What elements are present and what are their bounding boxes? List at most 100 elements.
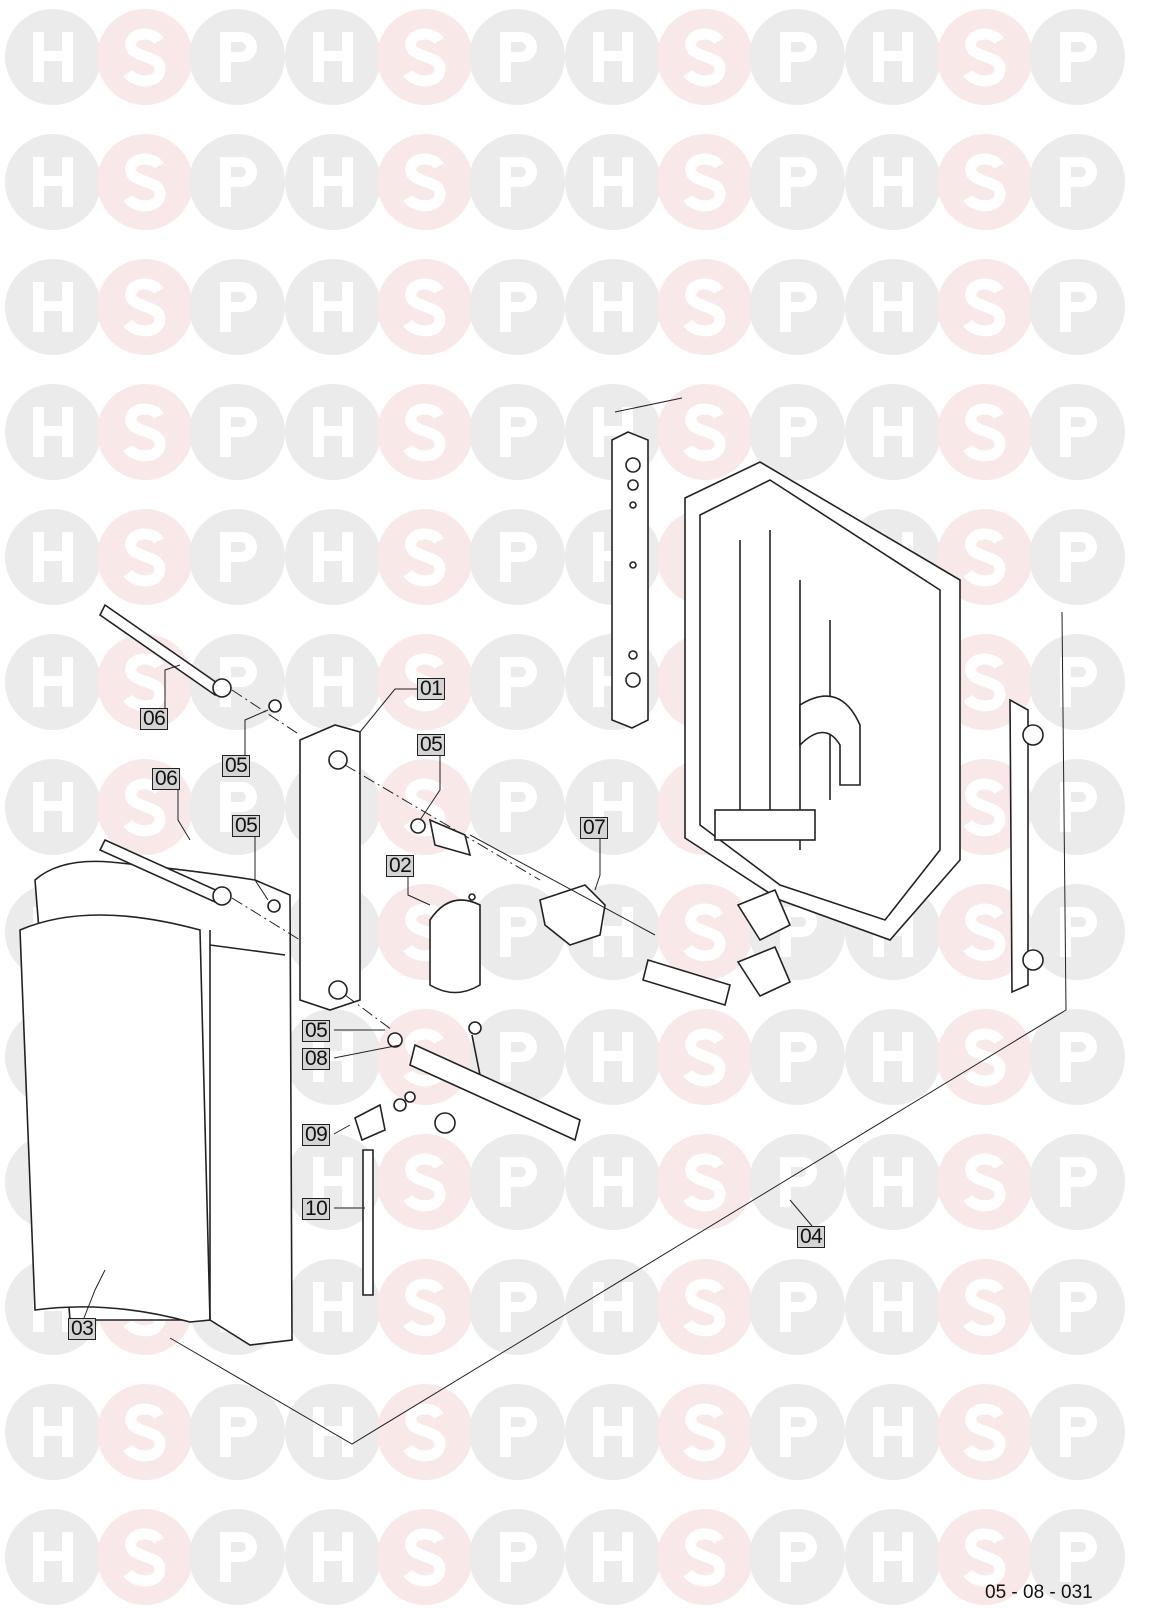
watermark-letter-shape <box>963 278 1006 337</box>
callout-10[interactable]: 10 <box>302 1198 331 1220</box>
watermark-letter-shape <box>313 1282 353 1332</box>
callout-03[interactable]: 03 <box>68 1318 97 1340</box>
callout-05[interactable]: 05 <box>232 815 261 837</box>
watermark-letter-shape <box>500 407 537 457</box>
watermark-letter-shape <box>780 1157 817 1207</box>
watermark-letter-shape <box>500 1157 537 1207</box>
watermark-letter-shape <box>963 778 1006 837</box>
callout-08[interactable]: 08 <box>302 1048 331 1070</box>
watermark-letter-shape <box>683 1028 726 1087</box>
watermark-letter-shape <box>593 1032 633 1082</box>
watermark-letter-shape <box>1060 282 1097 332</box>
watermark-letter-shape <box>123 403 166 462</box>
watermark-letter-shape <box>33 657 73 707</box>
bracket <box>736 945 792 998</box>
callout-05[interactable]: 05 <box>417 734 446 756</box>
watermark-letter-shape <box>313 1407 353 1457</box>
watermark-letter-shape <box>123 28 166 87</box>
watermark-letter-shape <box>313 282 353 332</box>
watermark-letter-shape <box>1060 407 1097 457</box>
watermark-letter-shape <box>500 532 537 582</box>
front-cover <box>19 860 293 1346</box>
watermark-letter-shape <box>123 278 166 337</box>
mounting-bar-left <box>611 431 649 729</box>
watermark-letter-shape <box>873 1407 913 1457</box>
watermark-letter-shape <box>500 782 537 832</box>
expansion-vessel <box>429 893 481 994</box>
pipe <box>98 603 282 913</box>
watermark-letter-shape <box>963 1403 1006 1462</box>
mounting-bar-right <box>1009 698 1044 994</box>
watermark-letter-shape <box>123 528 166 587</box>
watermark-letter-shape <box>313 532 353 582</box>
watermark-letter-shape <box>1060 782 1097 832</box>
watermark-letter-shape <box>1060 1032 1097 1082</box>
watermark-letter-shape <box>593 282 633 332</box>
elbow-fitting <box>354 1103 386 1142</box>
watermark-letter-shape <box>780 282 817 332</box>
watermark-letter-shape <box>683 903 726 962</box>
watermark-letter-shape <box>593 1282 633 1332</box>
watermark-letter-shape <box>683 28 726 87</box>
watermark-letter-shape <box>123 1403 166 1462</box>
watermark-letter-shape <box>403 403 446 462</box>
watermark-letter-shape <box>683 153 726 212</box>
drain-pipe <box>362 1149 374 1296</box>
watermark-letter-shape <box>220 782 257 832</box>
watermark-letter-shape <box>873 32 913 82</box>
watermark-letter-shape <box>873 1032 913 1082</box>
watermark-letter-shape <box>1060 1157 1097 1207</box>
callout-07[interactable]: 07 <box>580 817 609 839</box>
watermark-letter-shape <box>220 32 257 82</box>
watermark-letter-shape <box>683 1153 726 1212</box>
watermark-letter-shape <box>33 282 73 332</box>
watermark-letter-shape <box>220 1407 257 1457</box>
watermark-letter-shape <box>313 657 353 707</box>
watermark-letter-shape <box>220 1532 257 1582</box>
watermark-letter-shape <box>220 407 257 457</box>
watermark-letter-shape <box>1060 532 1097 582</box>
watermark-letter-shape <box>780 1032 817 1082</box>
watermark-letter-shape <box>1060 1282 1097 1332</box>
watermark-letter-shape <box>1060 907 1097 957</box>
callout-05[interactable]: 05 <box>222 755 251 777</box>
watermark-letter-shape <box>780 1532 817 1582</box>
watermark-letter-shape <box>500 282 537 332</box>
watermark-letter-shape <box>593 157 633 207</box>
watermark-letter-shape <box>33 157 73 207</box>
watermark-letter-shape <box>33 532 73 582</box>
callout-02[interactable]: 02 <box>386 855 415 877</box>
watermark-letter-shape <box>780 907 817 957</box>
watermark-letter-shape <box>963 1278 1006 1337</box>
watermark-letter-shape <box>963 653 1006 712</box>
watermark-letter-shape <box>593 1407 633 1457</box>
callout-01[interactable]: 01 <box>417 678 446 700</box>
watermark-letter-shape <box>1060 32 1097 82</box>
watermark-letter-shape <box>873 1157 913 1207</box>
watermark-letter-shape <box>500 1532 537 1582</box>
watermark-letter-shape <box>313 1157 353 1207</box>
callout-06[interactable]: 06 <box>140 708 169 730</box>
dash-lines <box>231 689 541 1031</box>
heat-exchanger <box>299 724 361 1011</box>
watermark-letter-shape <box>403 1403 446 1462</box>
watermark-letter-shape <box>873 1282 913 1332</box>
callout-05[interactable]: 05 <box>302 1020 331 1042</box>
watermark-letter-shape <box>123 153 166 212</box>
callout-09[interactable]: 09 <box>302 1124 331 1146</box>
callout-06[interactable]: 06 <box>152 768 181 790</box>
watermark-letter-shape <box>220 282 257 332</box>
watermark-letter-shape <box>963 403 1006 462</box>
watermark-letter-shape <box>313 32 353 82</box>
watermark-letter-shape <box>780 407 817 457</box>
watermark-letter-shape <box>780 1282 817 1332</box>
watermark-letter-shape <box>500 157 537 207</box>
watermark-letter-shape <box>780 157 817 207</box>
watermark-letter-shape <box>403 278 446 337</box>
watermark-letter-shape <box>1060 157 1097 207</box>
watermark-letter-shape <box>403 153 446 212</box>
watermark-letter-shape <box>873 282 913 332</box>
callout-04[interactable]: 04 <box>797 1226 826 1248</box>
watermark-letter-shape <box>220 157 257 207</box>
